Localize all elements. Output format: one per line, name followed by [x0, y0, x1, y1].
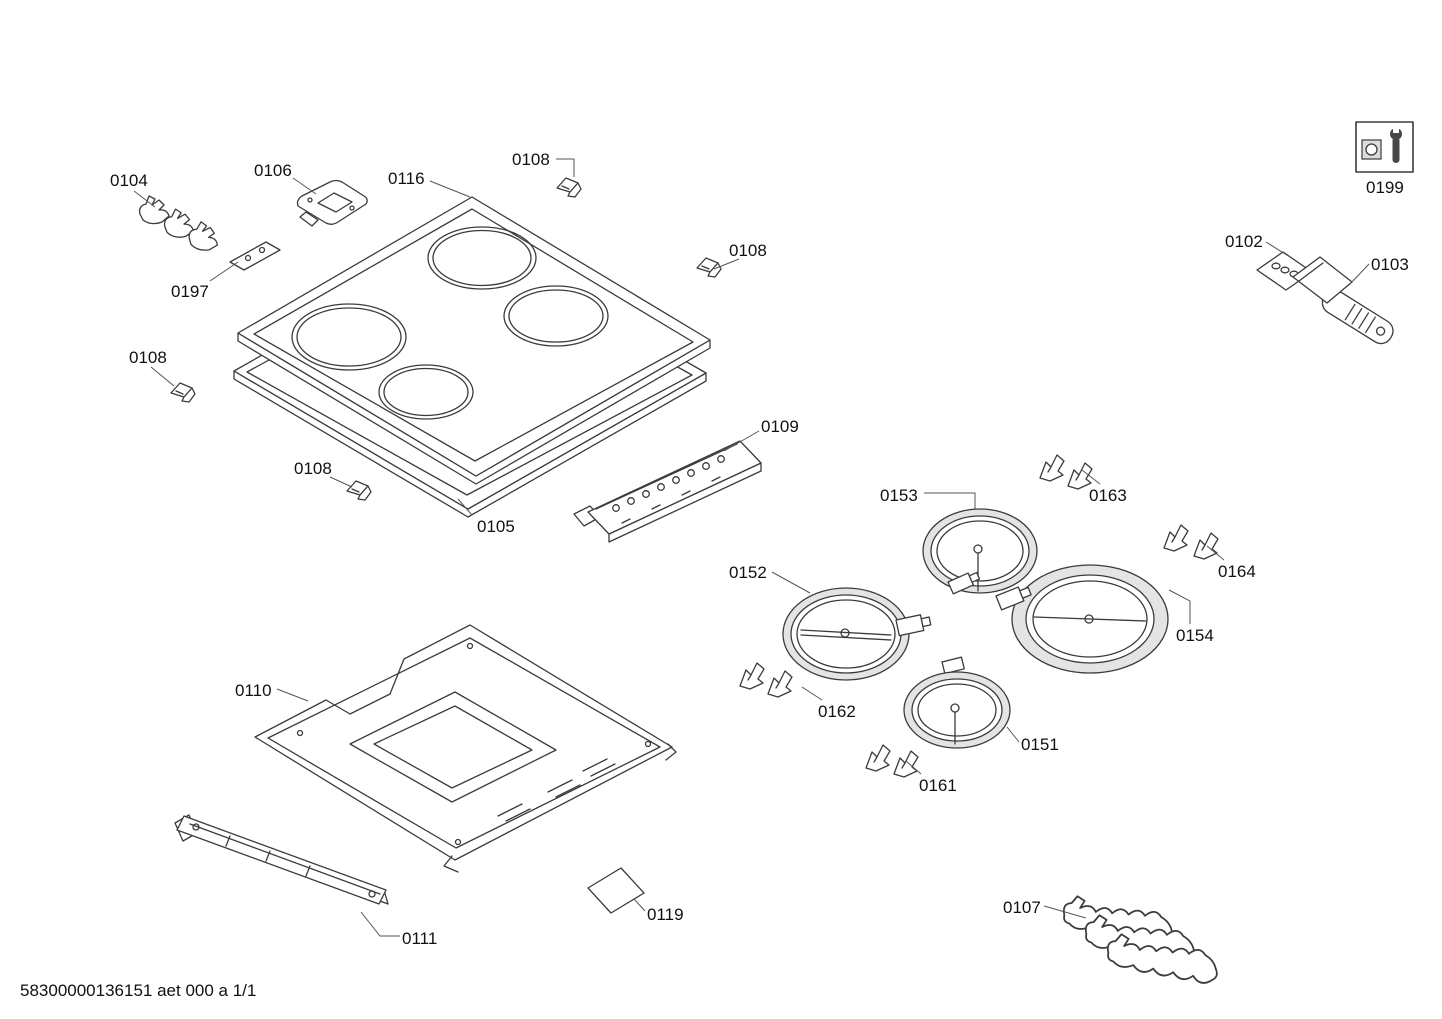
springs-0107 [1059, 889, 1223, 991]
heating-element-0154 [995, 564, 1169, 674]
part-label-0108-top: 0108 [512, 150, 550, 169]
part-label-0110: 0110 [235, 681, 272, 700]
document-sheet-0119 [587, 867, 645, 914]
heating-element-0152 [782, 587, 932, 681]
part-label-0107: 0107 [1003, 898, 1041, 917]
glass-cooktop-0116 [237, 196, 711, 485]
part-label-0111: 0111 [402, 929, 438, 948]
mounting-clip-0108-left [170, 382, 196, 403]
part-label-0151: 0151 [1021, 735, 1059, 754]
part-label-0109: 0109 [761, 417, 799, 436]
element-clips-0162 [739, 662, 793, 698]
part-label-0197: 0197 [171, 282, 209, 301]
heating-element-0151 [903, 656, 1011, 749]
part-label-0106: 0106 [254, 161, 292, 180]
part-label-0119: 0119 [647, 905, 684, 924]
part-label-0154: 0154 [1176, 626, 1214, 645]
element-clips-0164 [1163, 524, 1219, 560]
burner-zone-left [291, 303, 407, 371]
front-rail-0111 [174, 814, 389, 905]
part-label-0116: 0116 [388, 169, 425, 188]
wrench-icon [1390, 124, 1402, 163]
part-label-0102: 0102 [1225, 232, 1263, 251]
element-clips-0161 [865, 744, 919, 778]
part-label-0108-right: 0108 [729, 241, 767, 260]
base-panel-0110 [254, 624, 677, 873]
part-label-0105: 0105 [477, 517, 515, 536]
part-label-0152: 0152 [729, 563, 767, 582]
service-tool-icon-0199 [1355, 121, 1414, 173]
part-label-0199: 0199 [1366, 178, 1404, 197]
part-label-0103: 0103 [1371, 255, 1409, 274]
part-label-0104: 0104 [110, 171, 148, 190]
heating-element-0153 [922, 508, 1038, 595]
burner-zone-bottom [378, 364, 474, 420]
footer-document-code: 58300000136151 aet 000 a 1/1 [20, 981, 257, 1000]
part-label-0164: 0164 [1218, 562, 1256, 581]
part-label-0108-left: 0108 [129, 348, 167, 367]
control-switch-bar-0109 [573, 440, 762, 543]
burner-zone-right [503, 285, 609, 347]
part-label-0161: 0161 [919, 776, 957, 795]
part-label-0162: 0162 [818, 702, 856, 721]
part-label-0153: 0153 [880, 486, 918, 505]
mounting-clip-0108-top [556, 177, 582, 198]
mounting-clip-0108-mid [346, 480, 372, 501]
bracket-0197 [229, 241, 281, 271]
part-label-0163: 0163 [1089, 486, 1127, 505]
leader-lines [133, 158, 1370, 937]
part-label-0108-mid: 0108 [294, 459, 332, 478]
control-module-0106 [296, 179, 368, 227]
burner-zone-top [427, 226, 537, 290]
